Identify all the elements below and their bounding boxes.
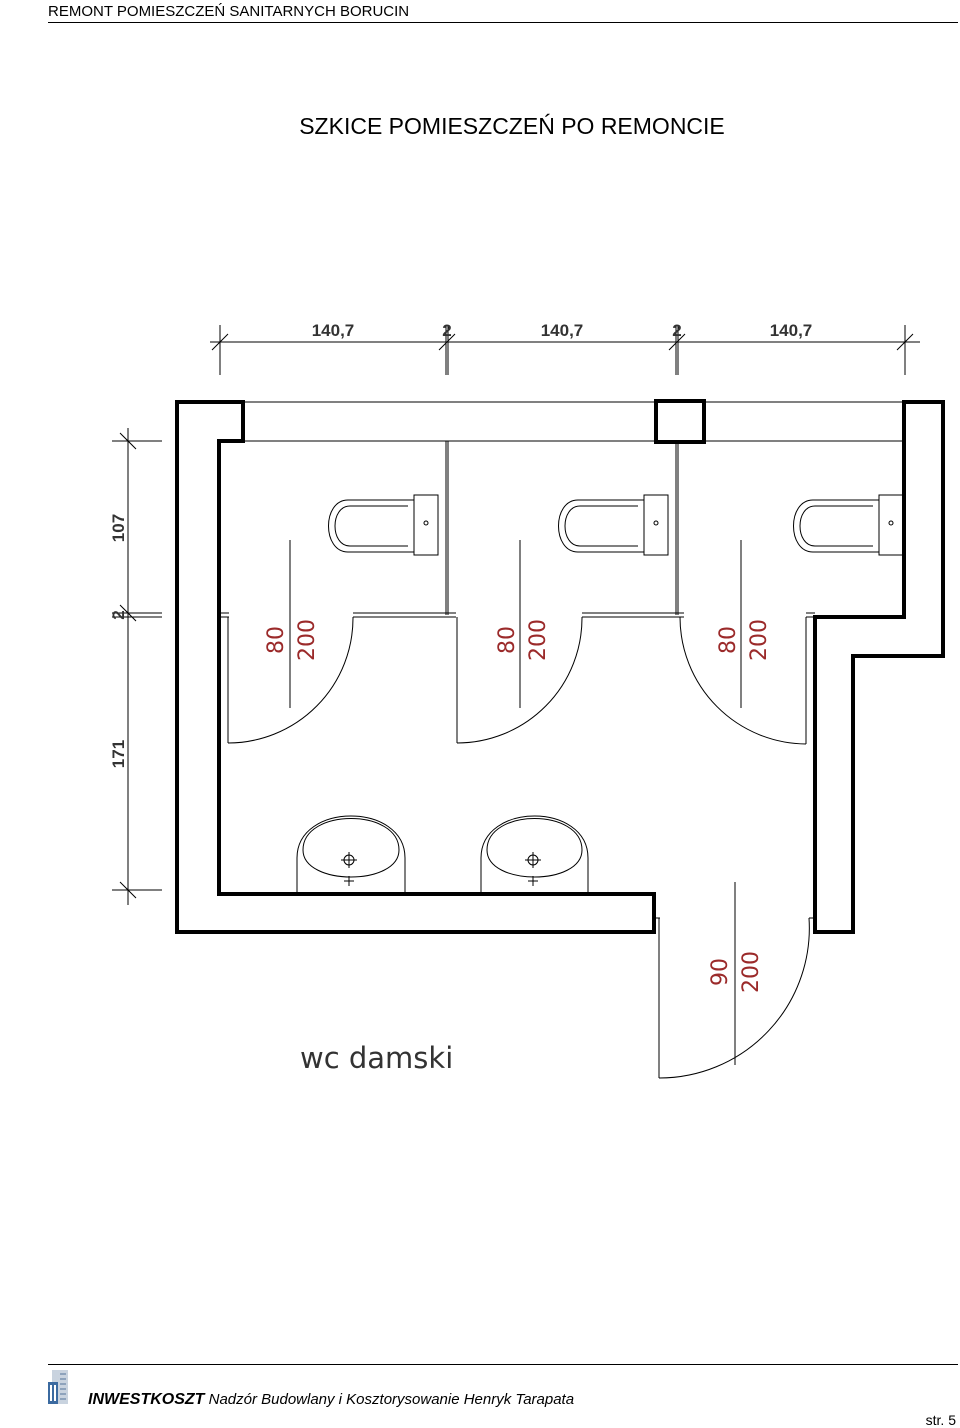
stall-3-door-width: 80 [716,626,741,654]
washbasin-icon [480,815,589,892]
page-title: SZKICE POMIESZCZEŃ PO REMONCIE [299,113,725,139]
entrance-door-width: 90 [708,958,733,986]
left-dimension-line [112,428,162,905]
footer-divider [48,1364,958,1365]
left-dimension-1: 107 [109,514,128,542]
stall-1-door-height: 200 [295,619,320,661]
page-number: str. 5 [925,1412,956,1428]
toilet-icon [793,494,904,556]
toilet-icon [558,494,669,556]
room-label: wc damski [300,1041,453,1075]
stall-3-door-height: 200 [747,619,772,661]
washbasin-icon [296,815,406,892]
company-name: INWESTKOSZT [88,1391,205,1408]
left-dimension-2: 2 [109,610,128,619]
header-divider [48,22,958,23]
toilet-icon [328,494,439,556]
footer-company: INWESTKOSZT Nadzór Budowlany i Kosztorys… [88,1391,574,1409]
company-description: Nadzór Budowlany i Kosztorysowanie Henry… [204,1391,575,1408]
top-dimension-5: 140,7 [770,321,813,340]
left-dimension-3: 171 [109,740,128,768]
thin-walls [219,401,904,919]
top-dimension-3: 140,7 [541,321,584,340]
top-dimension-1: 140,7 [312,321,355,340]
walls [175,399,945,934]
door-marker-lines [289,540,742,1065]
stall-doors [227,616,807,745]
top-dimension-2: 2 [442,321,451,340]
stall-2-door-height: 200 [526,619,551,661]
stall-1-door-width: 80 [264,626,289,654]
entrance-door-height: 200 [739,951,764,993]
document-header: REMONT POMIESZCZEŃ SANITARNYCH BORUCIN [48,3,410,20]
top-dimension-line [210,325,920,375]
entrance-door [658,917,810,1079]
top-dimension-4: 2 [672,321,681,340]
company-logo-icon [48,1370,68,1404]
stall-2-door-width: 80 [495,626,520,654]
